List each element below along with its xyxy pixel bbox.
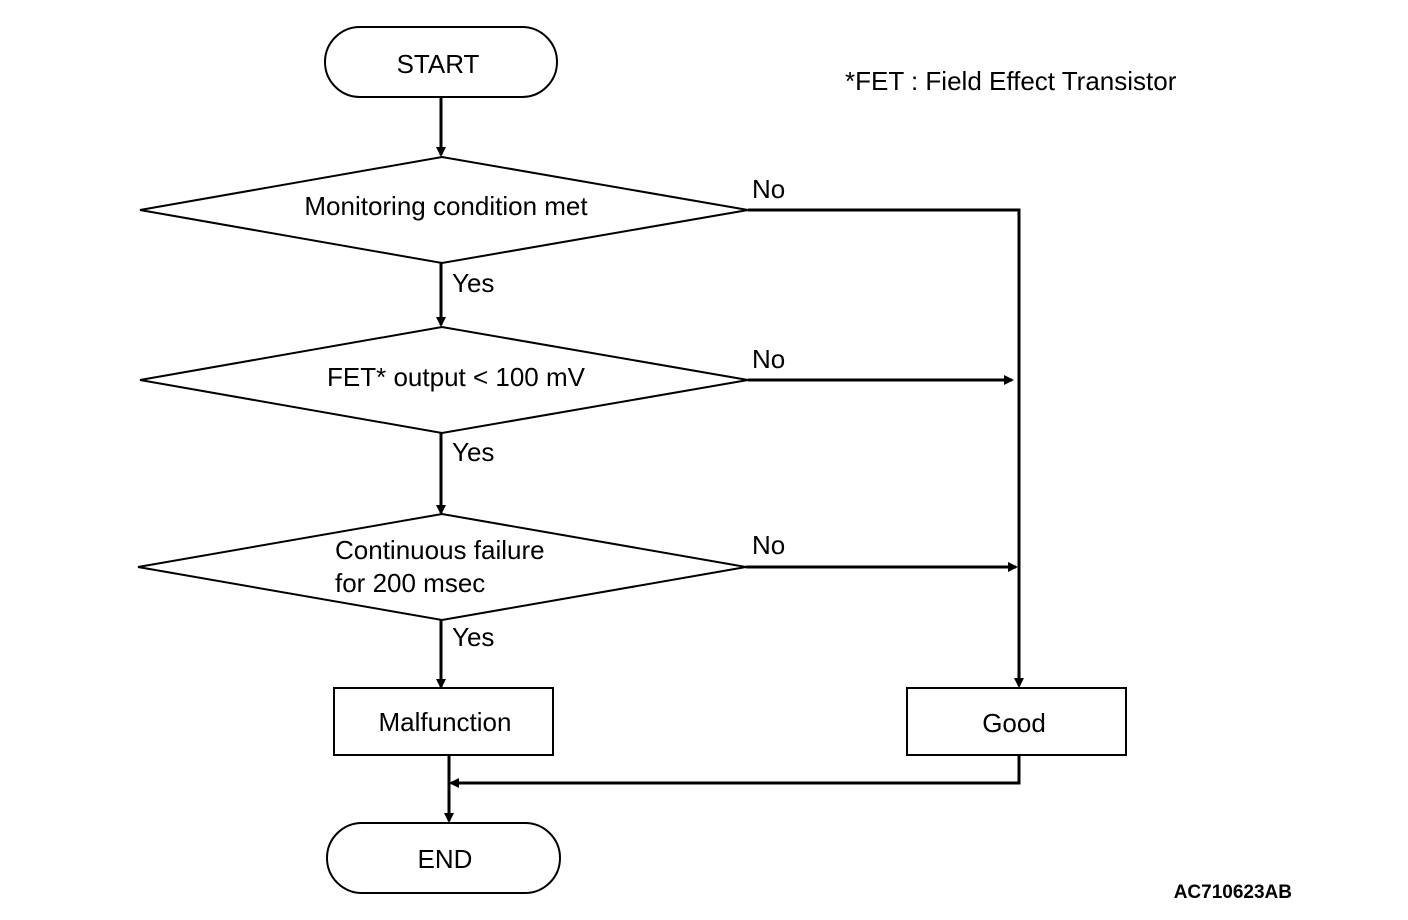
figure-code: AC710623AB: [1174, 882, 1292, 903]
end-label: END: [418, 844, 473, 874]
decision2-label: FET* output < 100 mV: [327, 362, 586, 392]
decision3-label-line1: Continuous failure: [335, 535, 545, 565]
good-box: [906, 687, 1127, 756]
d3-no-label: No: [752, 530, 785, 560]
decision-continuous-failure: [137, 512, 747, 622]
d3-yes-label: Yes: [452, 622, 494, 652]
d2-no-label: No: [752, 344, 785, 374]
good-label: Good: [982, 708, 1046, 738]
d1-no-label: No: [752, 174, 785, 204]
start-label: START: [397, 49, 480, 79]
line-d1-no: [748, 208, 1024, 688]
decision3-label-line2: for 200 msec: [335, 568, 485, 598]
footnote: *FET : Field Effect Transistor: [845, 66, 1177, 96]
decision1-label: Monitoring condition met: [304, 191, 588, 221]
malfunction-box: [333, 687, 554, 756]
d2-yes-label: Yes: [452, 437, 494, 467]
end-terminal: [326, 822, 561, 894]
malfunction-label: Malfunction: [379, 707, 512, 737]
line-good-to-end: [449, 755, 1021, 788]
d1-yes-label: Yes: [452, 268, 494, 298]
